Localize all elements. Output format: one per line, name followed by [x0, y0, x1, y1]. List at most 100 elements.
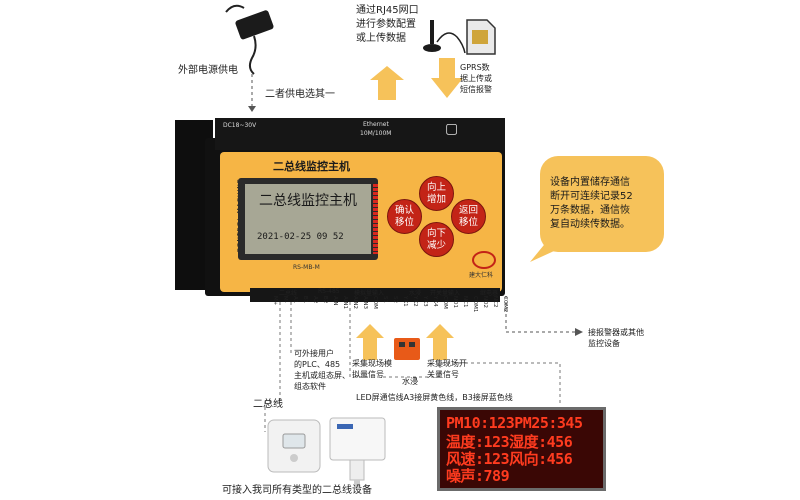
led-row: PM10:123PM25:345 — [446, 414, 583, 432]
confirm-shift-button[interactable]: 确认移位 — [387, 199, 422, 234]
model-label: RS-MB-M — [293, 264, 320, 271]
terminal-label: M+ — [272, 296, 278, 306]
antenna-icon — [423, 20, 466, 54]
plc-note-line: 的PLC、485 — [294, 360, 341, 369]
up-increase-button[interactable]: 向上增加 — [419, 176, 454, 211]
bubble-text: 设备内置储存通信 断开可连续记录52 万条数据，通信恢 复自动续传数据。 — [550, 176, 633, 232]
analog-collect-line: 采集现场模 — [352, 359, 392, 368]
power-adapter-icon — [225, 4, 274, 75]
terminal-label: COM2 — [502, 296, 508, 313]
lcd-screen: 二总线监控主机 2021-02-25 09 52 — [245, 184, 371, 254]
terminal-label: YX2 — [412, 296, 418, 307]
brand-label: 建大仁科 — [469, 272, 494, 279]
gprs-note-line: 据上传或 — [460, 74, 492, 83]
down-button-line: 向下 — [426, 227, 446, 239]
plc-note: 可外接用户 的PLC、485 主机或组态屏、 组态软件 — [294, 348, 350, 392]
device-title: 二总线监控主机 — [273, 160, 350, 173]
alarm-note: 接报警器或其他 监控设备 — [588, 327, 644, 349]
device-bottom-terminals — [250, 288, 500, 302]
voltage-label: DC18~30V — [223, 122, 257, 129]
led-row: 温度:123湿度:456 — [446, 433, 573, 451]
terminal-label: COM1 — [472, 296, 478, 313]
rj45-note: 通过RJ45网口 进行参数配置 或上传数据 — [356, 4, 419, 46]
bus-group-label: 二总线 — [279, 290, 298, 297]
back-shift-button[interactable]: 返回移位 — [451, 199, 486, 234]
terminal-label: S1 — [382, 296, 388, 303]
monitoring-host-device: DC18~30V Ethernet 10M/100M ▢ CONTROL MAC… — [175, 100, 515, 302]
up-button-line: 向上 — [426, 181, 446, 193]
terminal-label: M- — [282, 296, 288, 303]
water-note: 水浸 — [402, 377, 418, 386]
rs485-group-label: RS-485 — [318, 288, 340, 295]
analog-collect-note: 采集现场模 拟量信号 — [352, 358, 392, 380]
ethernet-label: Ethernet — [363, 121, 389, 128]
bubble-line: 万条数据，通信恢 — [550, 205, 630, 216]
confirm-button-line: 移位 — [394, 216, 414, 228]
bubble-line: 复自动续传数据。 — [550, 219, 630, 230]
choose-one-label: 二者供电选其一 — [265, 89, 335, 100]
bus-device-panel-icon — [267, 419, 321, 473]
led-display-board: PM10:123PM25:345 温度:123湿度:456 风速:123风向:4… — [437, 407, 606, 491]
terminal-label: COM — [372, 296, 378, 309]
terminal-label: YX4 — [432, 296, 438, 307]
analog-group-label: 模拟量输入 — [354, 290, 385, 297]
bus-devices-note: 可接入我司所有类型的二总线设备 — [222, 485, 372, 496]
terminal-label: NO1 — [452, 296, 458, 308]
terminal-label: NC1 — [462, 296, 468, 308]
terminal-label: B1 — [302, 296, 308, 304]
terminal-label: AIN — [332, 296, 338, 306]
confirm-button-line: 确认 — [394, 204, 414, 216]
rj45-note-line: 通过RJ45网口 — [356, 5, 419, 16]
gprs-note: GPRS数 据上传或 短信报警 — [460, 62, 492, 95]
bus-label: 二总线 — [253, 399, 283, 410]
storage-info-bubble: 设备内置储存通信 断开可连续记录52 万条数据，通信恢 复自动续传数据。 — [540, 156, 664, 252]
terminal-label: AIN1 — [342, 296, 348, 309]
bubble-line: 设备内置储存通信 — [550, 177, 630, 188]
back-button-line: 返回 — [458, 204, 478, 216]
bus-device-sensor-icon — [329, 417, 386, 488]
led-row: 噪声:789 — [446, 467, 510, 485]
switch-collect-note: 采集现场开 关量信号 — [427, 358, 467, 380]
relay-group-label: 继电器 — [480, 290, 499, 297]
gprs-note-line: 短信报警 — [460, 85, 492, 94]
analog-collect-line: 拟量信号 — [352, 370, 384, 379]
back-button-line: 移位 — [458, 216, 478, 228]
external-power-label: 外部电源供电 — [178, 65, 238, 76]
switch-up-arrow — [426, 324, 454, 360]
rj45-up-arrow — [370, 66, 404, 100]
usb-port-icon: ▢ — [445, 121, 459, 137]
switch-collect-line: 关量信号 — [427, 370, 459, 379]
terminal-label: YX1 — [402, 296, 408, 307]
ethernet-speed-label: 10M/100M — [360, 130, 392, 137]
terminal-label: AIN2 — [352, 296, 358, 309]
down-button-line: 减少 — [426, 239, 446, 251]
switch-group-label: 开关量输入 — [430, 290, 461, 297]
terminal-label: NC2 — [492, 296, 498, 308]
plc-note-line: 主机或组态屏、 — [294, 371, 350, 380]
terminal-label: NO2 — [482, 296, 488, 308]
led-row: 风速:123风向:456 — [446, 450, 573, 468]
led-comm-line — [349, 302, 561, 403]
alarm-note-line: 监控设备 — [588, 339, 620, 348]
water-group-label: 水浸 — [409, 290, 422, 297]
lcd-title: 二总线监控主机 — [259, 193, 357, 209]
down-decrease-button[interactable]: 向下减少 — [419, 222, 454, 257]
brand-logo-icon — [472, 251, 496, 269]
rj45-note-line: 或上传数据 — [356, 33, 406, 44]
up-button-line: 增加 — [426, 193, 446, 205]
terminal-label: A2 — [312, 296, 318, 304]
bus-dashed-line — [264, 302, 281, 432]
terminal-label: S2 — [392, 296, 398, 303]
led-comm-note: LED屏通信线A3接屏黄色线，B3接屏蓝色线 — [356, 393, 513, 402]
gprs-down-arrow — [431, 58, 463, 98]
lcd-bargraph — [373, 184, 378, 254]
bubble-line: 断开可连续记录52 — [550, 191, 633, 202]
rj45-note-line: 进行参数配置 — [356, 19, 416, 30]
terminal-label: COM — [442, 296, 448, 309]
analog-up-arrow — [356, 324, 384, 360]
terminal-label: A1 — [292, 296, 298, 304]
alarm-dashed-line — [505, 296, 576, 333]
terminal-label: YX3 — [422, 296, 428, 307]
gprs-note-line: GPRS数 — [460, 63, 490, 72]
